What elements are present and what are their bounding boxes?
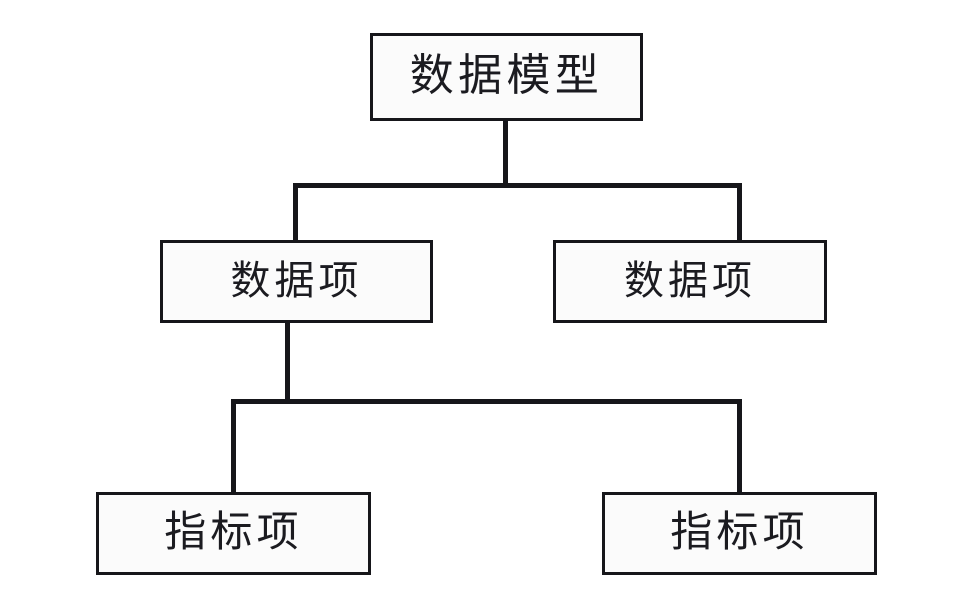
connector-lower-bus (231, 399, 742, 404)
node-data-item-1[interactable]: 数据项 (160, 240, 433, 323)
connector-drop-to-indicator-item-1 (231, 399, 236, 494)
node-indicator-item-1-label: 指标项 (164, 509, 303, 556)
node-indicator-item-2-label: 指标项 (670, 509, 809, 556)
connector-data-item-1-stem (285, 321, 290, 404)
connector-drop-to-indicator-item-2 (737, 399, 742, 494)
node-data-model-label: 数据模型 (409, 51, 604, 100)
connector-upper-bus (293, 183, 742, 188)
node-indicator-item-1[interactable]: 指标项 (96, 492, 371, 575)
connector-root-stem (503, 119, 508, 188)
node-indicator-item-2[interactable]: 指标项 (602, 492, 877, 575)
node-data-item-1-label: 数据项 (230, 257, 363, 303)
node-data-model[interactable]: 数据模型 (370, 33, 643, 121)
node-data-item-2[interactable]: 数据项 (553, 240, 827, 323)
connector-drop-to-data-item-2 (737, 183, 742, 242)
connector-drop-to-data-item-1 (293, 183, 298, 242)
node-data-item-2-label: 数据项 (624, 257, 756, 303)
